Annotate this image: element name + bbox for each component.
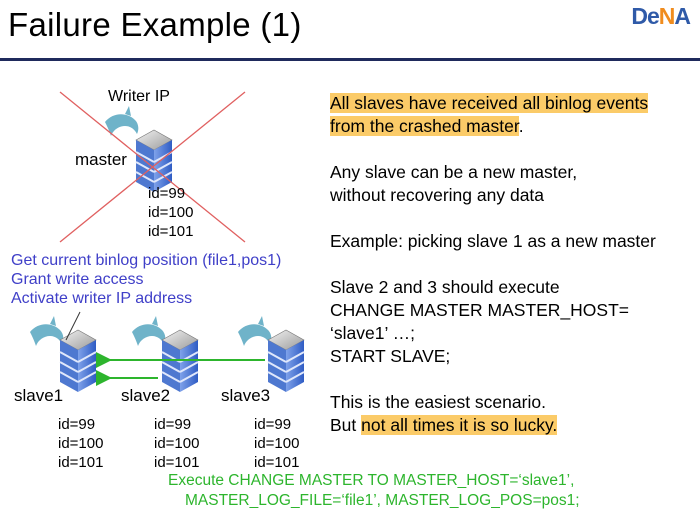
slave3-server-icon: [238, 316, 305, 393]
slave1-label: slave1: [14, 386, 64, 405]
slave1-ids: id=99 id=100 id=101: [58, 416, 104, 471]
slave2-server-icon: [132, 316, 199, 393]
master-ids: id=99 id=100 id=101: [148, 185, 194, 240]
slave1-server-icon: [30, 316, 97, 393]
step-item: Grant write access: [11, 271, 144, 288]
step-item: Get current binlog position (file1,pos1): [11, 252, 282, 269]
dena-logo: DeNA: [631, 3, 691, 29]
slave2-ids: id=99 id=100 id=101: [154, 416, 200, 471]
slave3-label: slave3: [221, 386, 271, 405]
step-pointer: [65, 311, 81, 341]
highlight-text: from the crashed master: [330, 116, 519, 136]
step-item: Activate writer IP address: [11, 290, 193, 307]
page-title: Failure Example (1): [8, 6, 302, 43]
change-master-command: Execute CHANGE MASTER TO MASTER_HOST=‘sl…: [168, 472, 580, 509]
failed-cross-icon: [59, 91, 246, 243]
master-label: master: [75, 150, 127, 169]
title-divider: [0, 58, 700, 61]
highlight-text: not all times it is so lucky.: [361, 415, 558, 435]
slave2-label: slave2: [121, 386, 171, 405]
writer-ip-label: Writer IP: [108, 88, 170, 105]
explanation-text: All slaves have received all binlog even…: [330, 93, 656, 435]
master-promotion-steps: Get current binlog position (file1,pos1)…: [11, 251, 281, 308]
highlight-text: All slaves have received all binlog even…: [330, 93, 649, 113]
slave3-ids: id=99 id=100 id=101: [254, 416, 300, 471]
